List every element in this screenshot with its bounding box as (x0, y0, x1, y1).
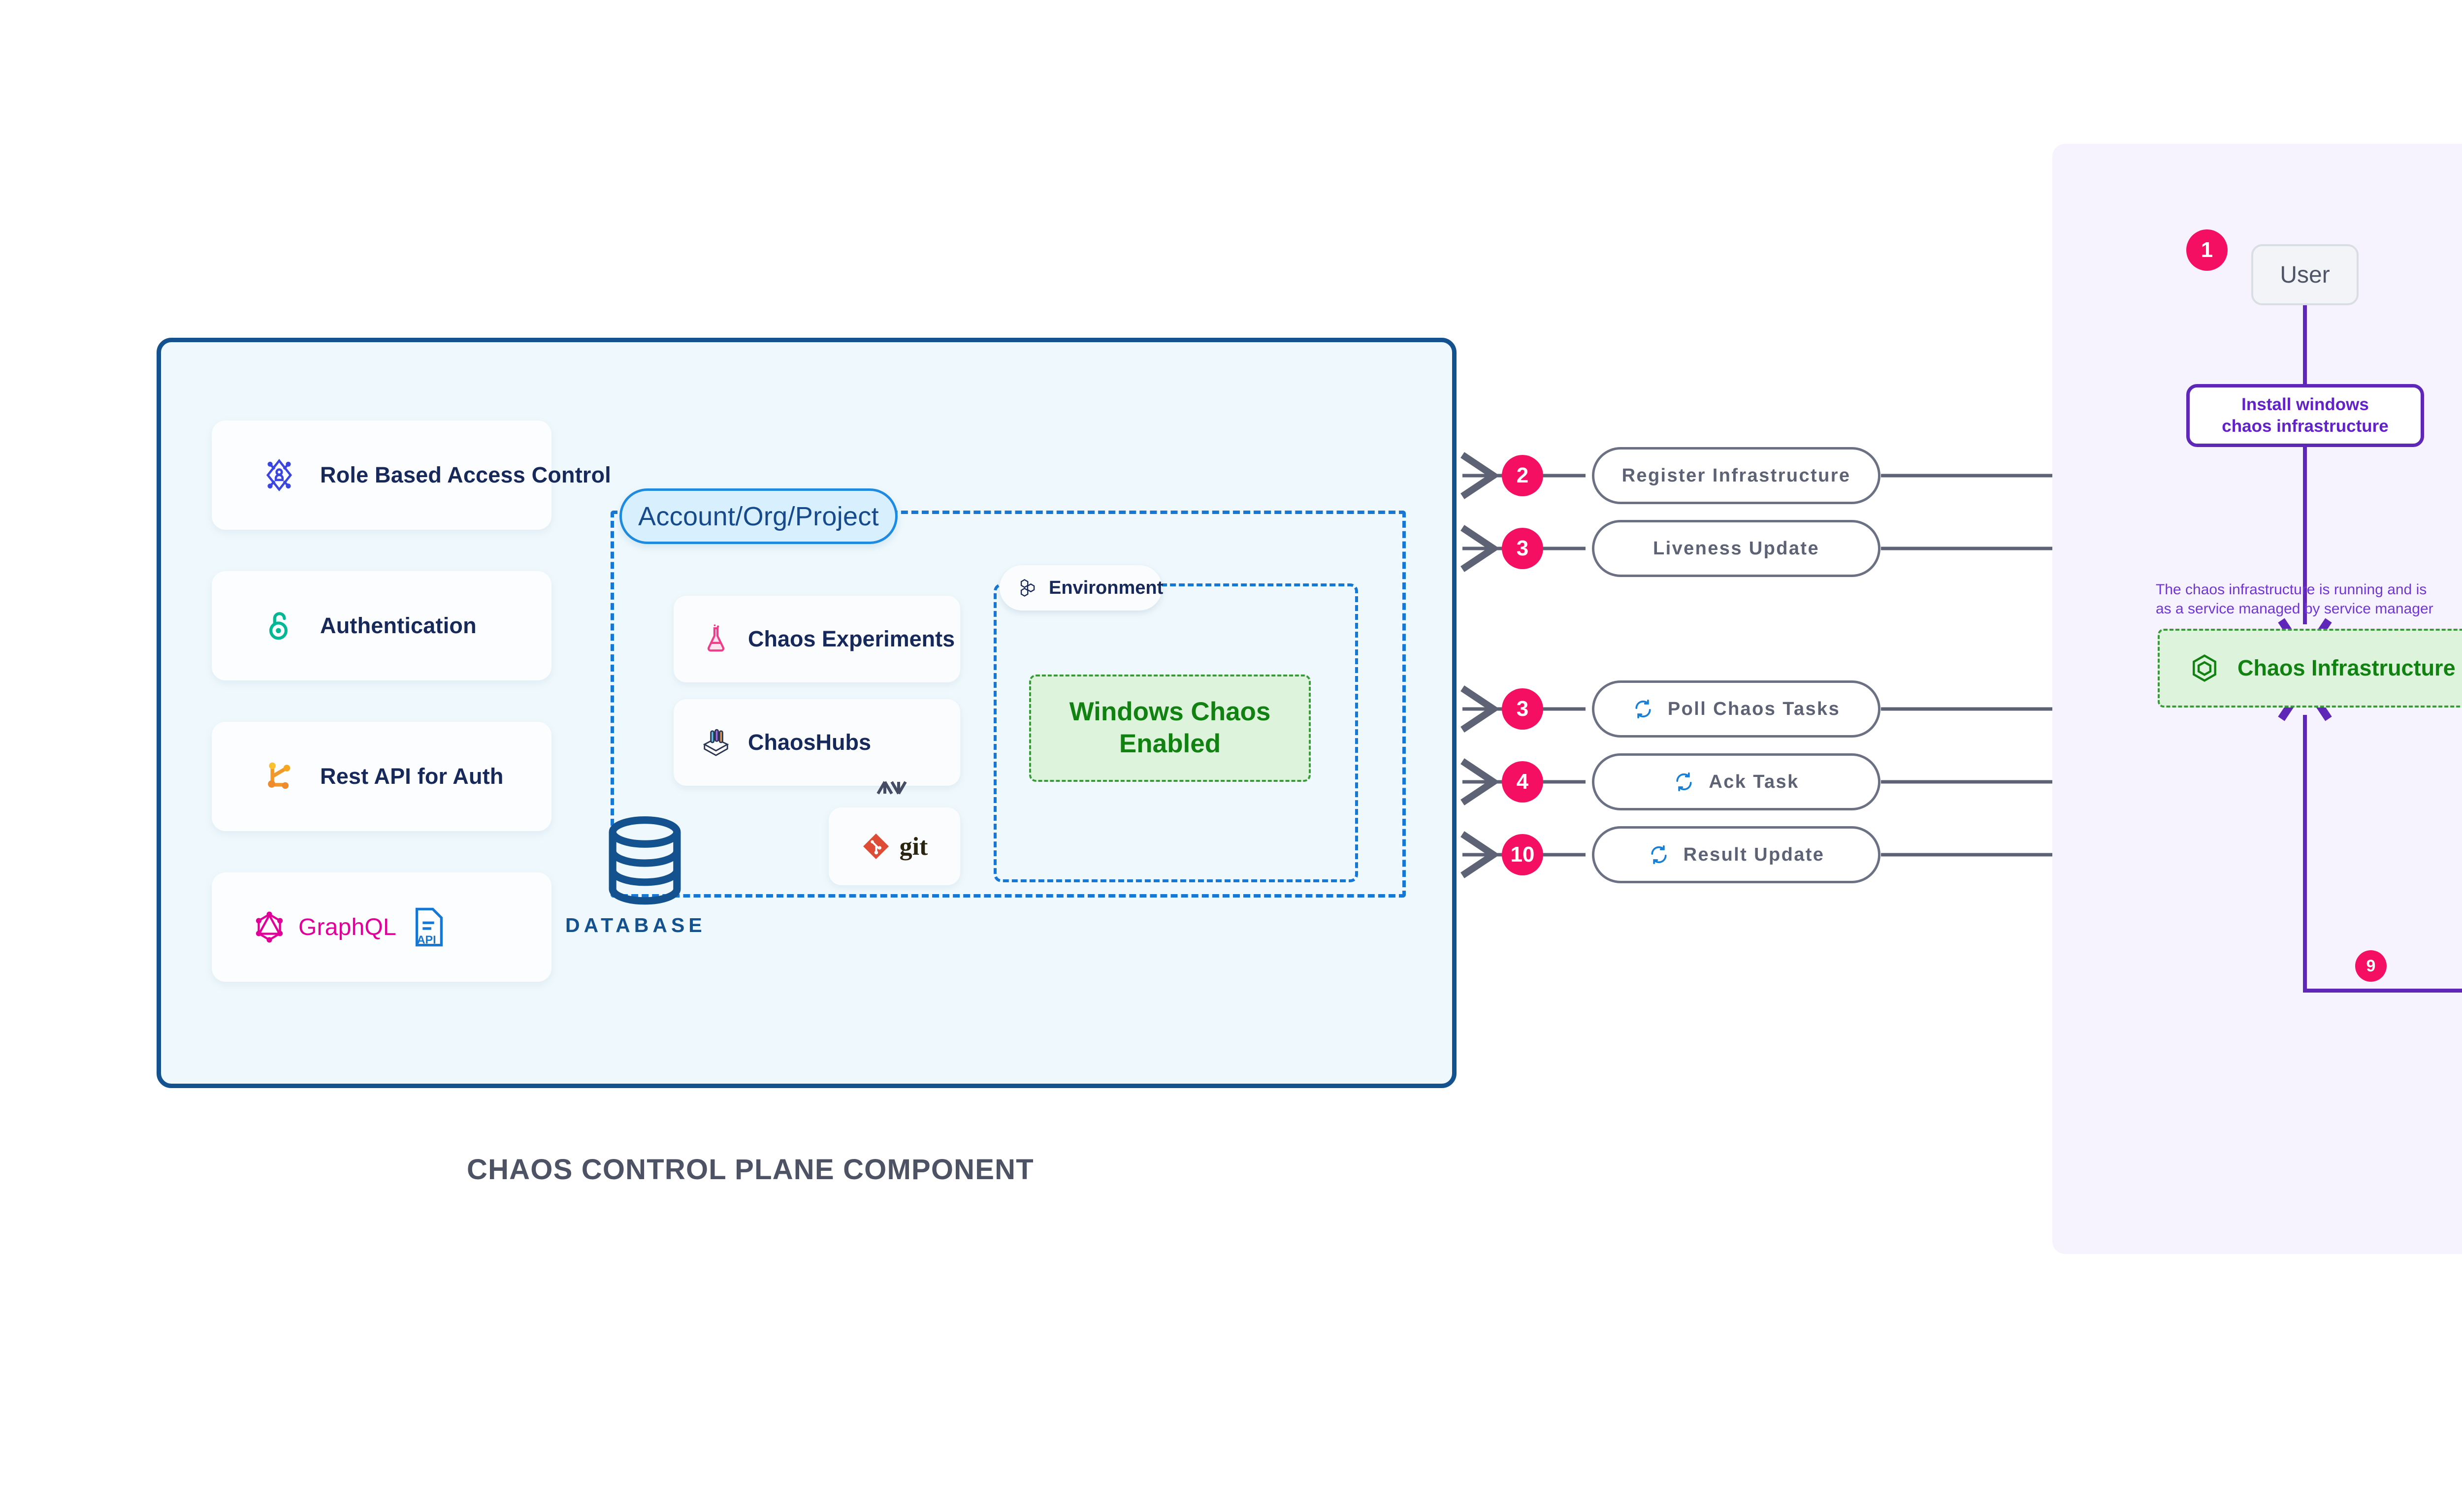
step-badge-9: 9 (2355, 950, 2387, 982)
lock-icon (261, 608, 297, 644)
control-plane-title: CHAOS CONTROL PLANE COMPONENT (467, 1154, 1034, 1186)
feature-label: GraphQL (298, 914, 396, 940)
feature-card-graphql[interactable]: GraphQL API (212, 872, 551, 982)
connector-label: Result Update (1683, 844, 1825, 865)
user-node[interactable]: User (2251, 244, 2359, 305)
database-cylinder-icon (599, 815, 690, 908)
windows-chaos-enabled-label: Windows Chaos Enabled (1069, 697, 1271, 758)
feature-card-rbac[interactable]: Role Based Access Control (212, 420, 611, 530)
graphql-icon (251, 909, 288, 945)
step-badge-10: 10 (1502, 834, 1543, 875)
connector-label: Ack Task (1709, 771, 1799, 792)
chaos-experiments-label: Chaos Experiments (748, 626, 955, 651)
step-badge-4: 4 (1502, 761, 1543, 803)
step-badge-1: 1 (2186, 229, 2228, 271)
chaos-experiments-card[interactable]: Chaos Experiments (674, 596, 960, 682)
feature-label: Rest API for Auth (320, 764, 504, 789)
account-org-project-region (611, 511, 1406, 898)
chaos-infrastructure-box[interactable]: Chaos Infrastructure (2158, 629, 2462, 708)
environment-region (994, 583, 1358, 882)
chaoshubs-label: ChaosHubs (748, 730, 872, 755)
user-label: User (2280, 261, 2330, 288)
step-badge-3b: 3 (1502, 688, 1543, 730)
connector-ack-task[interactable]: Ack Task (1592, 753, 1880, 810)
sync-icon (1673, 771, 1695, 793)
database-label: DATABASE (565, 914, 706, 936)
sync-icon (1632, 698, 1654, 720)
windows-chaos-enabled-box: Windows Chaos Enabled (1029, 675, 1311, 782)
hexagon-cluster-icon (1017, 577, 1039, 599)
account-org-project-pill[interactable]: Account/Org/Project (619, 488, 898, 544)
svg-text:API: API (417, 933, 436, 946)
step-badge-2: 2 (1502, 455, 1543, 496)
install-box-label: Install windows chaos infrastructure (2222, 395, 2389, 436)
install-windows-chaos-infrastructure-box[interactable]: Install windows chaos infrastructure (2186, 384, 2424, 447)
hexagon-icon (2189, 653, 2220, 683)
git-icon (861, 832, 891, 861)
chaoshubs-card[interactable]: ChaosHubs (674, 699, 960, 786)
environment-pill[interactable]: Environment (1000, 565, 1164, 611)
git-label: git (899, 832, 928, 861)
connector-register-infrastructure[interactable]: Register Infrastructure (1592, 447, 1880, 504)
test-tube-rack-icon (701, 727, 731, 758)
connector-label: Register Infrastructure (1621, 465, 1851, 486)
connector-poll-chaos-tasks[interactable]: Poll Chaos Tasks (1592, 680, 1880, 738)
chaos-infrastructure-label: Chaos Infrastructure (2237, 655, 2456, 680)
feature-label: Authentication (320, 613, 477, 638)
git-card[interactable]: git (829, 807, 960, 885)
connector-liveness-update[interactable]: Liveness Update (1592, 520, 1880, 577)
connector-label: Poll Chaos Tasks (1667, 698, 1841, 719)
sync-icon (1648, 844, 1670, 866)
note-service-manager: The chaos infrastructure is running and … (2156, 581, 2433, 617)
environment-label: Environment (1049, 577, 1164, 598)
step-badge-3a: 3 (1502, 528, 1543, 569)
feature-card-authentication[interactable]: Authentication (212, 571, 551, 680)
api-doc-icon: API (412, 907, 445, 947)
flask-icon (701, 624, 731, 654)
account-org-project-label: Account/Org/Project (638, 501, 879, 531)
feature-label: Role Based Access Control (320, 462, 612, 487)
rbac-icon (261, 457, 297, 493)
connector-label: Liveness Update (1653, 538, 1819, 559)
feature-card-rest-api[interactable]: Rest API for Auth (212, 722, 551, 831)
connector-result-update[interactable]: Result Update (1592, 826, 1880, 883)
rest-api-icon (261, 758, 297, 795)
